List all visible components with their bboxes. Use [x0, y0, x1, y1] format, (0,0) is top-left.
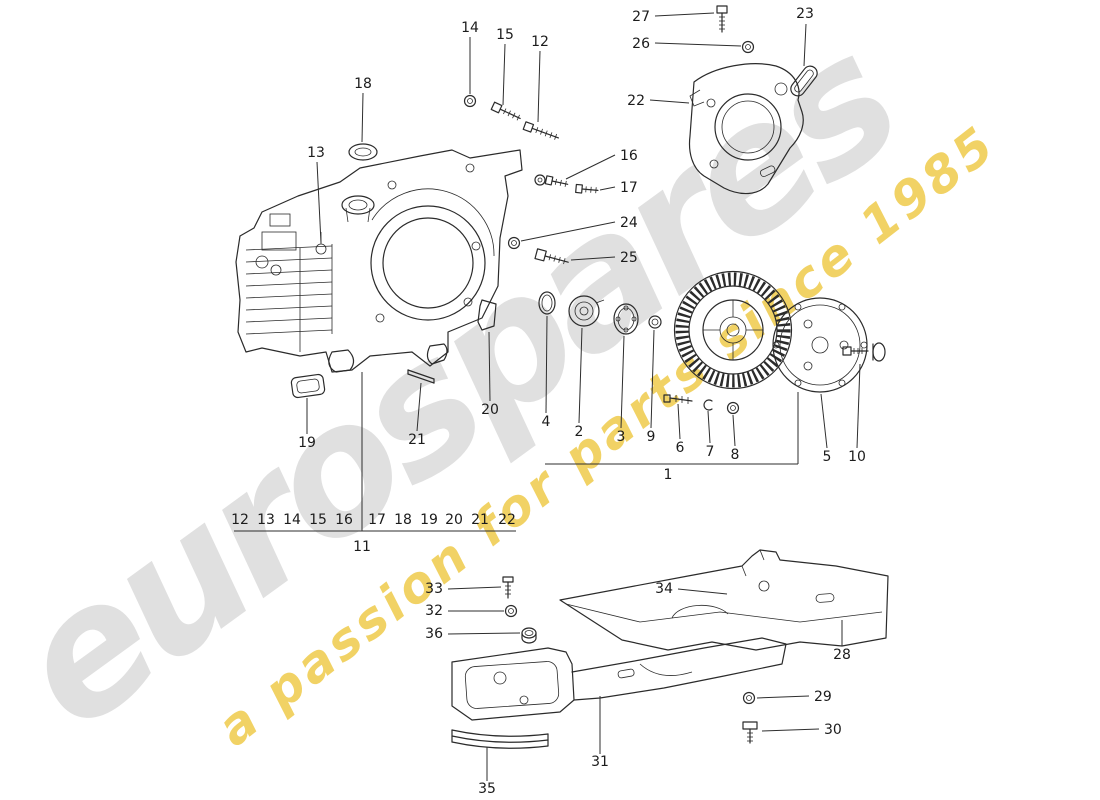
part-callout-24: 24 [620, 215, 638, 231]
part-callout-23: 23 [796, 6, 814, 22]
part-callout-35: 35 [478, 781, 496, 797]
index-row-item-17: 17 [368, 512, 386, 528]
part-callout-9: 9 [647, 429, 656, 445]
part-callout-31: 31 [591, 754, 609, 770]
part-callout-4: 4 [542, 414, 551, 430]
part-callout-19: 19 [298, 435, 316, 451]
part-callout-26: 26 [632, 36, 650, 52]
part-callout-33: 33 [425, 581, 443, 597]
fan-hub-part-2 [568, 295, 605, 327]
gasket-part-19 [290, 373, 326, 399]
part-callout-3: 3 [617, 429, 626, 445]
watermark-brand-text: eurospares [0, 0, 932, 769]
upper-air-duct-part-28 [559, 549, 889, 651]
index-row-item-19: 19 [420, 512, 438, 528]
index-row-item-15: 15 [309, 512, 327, 528]
bolt-part-12 [522, 121, 560, 140]
crankcase-housing [235, 149, 523, 373]
part-callout-25: 25 [620, 250, 638, 266]
bolt-part-30 [742, 721, 758, 744]
index-row-item-22: 22 [498, 512, 516, 528]
part-callout-16: 16 [620, 148, 638, 164]
fan-mount-hardware-6-7-8 [663, 394, 740, 415]
plate-part-3 [613, 303, 639, 335]
part-callout-17: 17 [620, 180, 638, 196]
upper-cover-part-22 [688, 63, 804, 195]
part-callout-12: 12 [531, 34, 549, 50]
index-row-item-16: 16 [335, 512, 353, 528]
index-row-item-12: 12 [231, 512, 249, 528]
washer-part-29 [742, 691, 756, 705]
washer-part-24 [507, 236, 521, 250]
gasket-strip-part-35 [451, 729, 549, 749]
part-callout-32: 32 [425, 603, 443, 619]
index-row-item-18: 18 [394, 512, 412, 528]
oil-filler-cap [348, 143, 378, 161]
washer-part-26 [741, 40, 755, 54]
bolt-part-15 [490, 101, 521, 121]
oring-part-4 [538, 291, 556, 315]
part-callout-14: 14 [461, 20, 479, 36]
part-callout-18: 18 [354, 76, 372, 92]
screw-part-25 [534, 248, 569, 265]
part-callout-13: 13 [307, 145, 325, 161]
washer-part-9 [648, 315, 662, 329]
bolt-cap-part-10 [842, 342, 886, 362]
part-callout-30: 30 [824, 722, 842, 738]
part-callout-28: 28 [833, 647, 851, 663]
part-callout-2: 2 [575, 424, 584, 440]
part-callout-6: 6 [676, 440, 685, 456]
leader-lines [234, 12, 861, 781]
bracket-part-20 [477, 299, 497, 331]
screw-part-16 [534, 174, 569, 187]
fan-wheel [673, 270, 793, 390]
bolt-part-27 [716, 5, 728, 33]
index-row-item-21: 21 [471, 512, 489, 528]
part-callout-8: 8 [731, 447, 740, 463]
washer-part-14 [463, 94, 477, 108]
part-callout-36: 36 [425, 626, 443, 642]
part-callout-21: 21 [408, 432, 426, 448]
index-row-item-14: 14 [283, 512, 301, 528]
part-callout-5: 5 [823, 449, 832, 465]
part-callout-15: 15 [496, 27, 514, 43]
part-callout-29: 29 [814, 689, 832, 705]
screw-part-33 [502, 576, 514, 599]
index-row-item-13: 13 [257, 512, 275, 528]
watermark-layer: eurospares a passion for parts since 198… [0, 0, 1007, 769]
callout-labels: 27 26 23 22 14 15 12 18 13 16 17 24 25 1… [298, 6, 866, 797]
dowel-pin-21 [407, 369, 435, 384]
washer-part-32 [504, 604, 518, 618]
part-callout-10: 10 [848, 449, 866, 465]
index-row-item-20: 20 [445, 512, 463, 528]
strap-part-23 [790, 65, 818, 97]
lower-air-duct-part-31 [451, 637, 787, 721]
part-callout-34: 34 [655, 581, 673, 597]
part-callout-7: 7 [706, 444, 715, 460]
index-row: 12 13 14 15 16 17 18 19 20 21 22 11 [231, 512, 516, 555]
part-callout-20: 20 [481, 402, 499, 418]
part-callout-11: 11 [353, 539, 371, 555]
cap-nut-part-36 [521, 627, 537, 644]
part-callout-27: 27 [632, 9, 650, 25]
part-callout-22: 22 [627, 93, 645, 109]
diagram-layer: 27 26 23 22 14 15 12 18 13 16 17 24 25 1… [231, 5, 889, 797]
screw-part-17 [575, 183, 599, 194]
cover-plate-part-5 [772, 297, 868, 393]
part-callout-1: 1 [664, 467, 673, 483]
